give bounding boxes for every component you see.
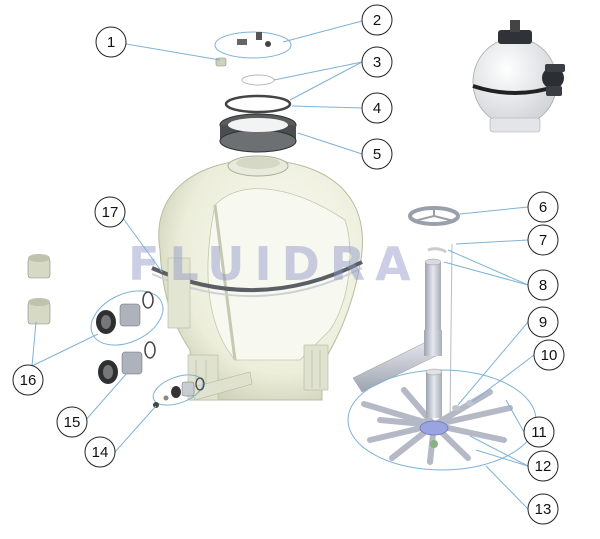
callout-4: 4 <box>361 92 393 124</box>
svg-text:9: 9 <box>539 314 547 331</box>
svg-text:14: 14 <box>92 444 109 461</box>
svg-text:6: 6 <box>539 199 547 216</box>
callout-10: 10 <box>533 339 565 371</box>
svg-text:11: 11 <box>531 424 547 441</box>
assembled-filter-thumbnail <box>472 20 565 133</box>
callout-3: 3 <box>361 46 393 78</box>
callout-16: 16 <box>12 364 44 396</box>
callout-13: 13 <box>527 493 559 525</box>
callout-5: 5 <box>361 138 393 170</box>
svg-text:10: 10 <box>541 347 558 364</box>
callout-6: 6 <box>527 191 559 223</box>
callout-14: 14 <box>84 436 116 468</box>
callout-17: 17 <box>94 196 126 228</box>
left-port-parts <box>27 254 205 408</box>
watermark-text: FLUIDRA <box>128 237 421 291</box>
svg-text:17: 17 <box>102 204 119 221</box>
svg-text:1: 1 <box>107 34 115 51</box>
leader-lines <box>31 20 535 510</box>
svg-text:3: 3 <box>373 54 381 71</box>
callout-9: 9 <box>527 306 559 338</box>
svg-text:12: 12 <box>535 458 552 475</box>
svg-text:7: 7 <box>539 232 547 249</box>
callout-11: 11 <box>523 416 555 448</box>
callout-8: 8 <box>527 269 559 301</box>
lid-rings <box>219 74 297 153</box>
svg-text:16: 16 <box>20 372 37 389</box>
svg-text:8: 8 <box>539 277 547 294</box>
svg-text:13: 13 <box>535 501 552 518</box>
top-small-parts <box>214 31 292 67</box>
callout-12: 12 <box>527 450 559 482</box>
svg-text:4: 4 <box>373 100 381 117</box>
svg-text:2: 2 <box>373 12 381 29</box>
callout-markers: 1 2 3 4 5 6 7 8 9 10 11 12 13 14 15 16 1… <box>12 4 565 525</box>
callout-2: 2 <box>361 4 393 36</box>
callout-7: 7 <box>527 224 559 256</box>
svg-text:5: 5 <box>373 146 381 163</box>
callout-15: 15 <box>56 406 88 438</box>
svg-text:15: 15 <box>64 414 81 431</box>
filter-tank-body <box>151 155 363 401</box>
callout-1: 1 <box>95 26 127 58</box>
